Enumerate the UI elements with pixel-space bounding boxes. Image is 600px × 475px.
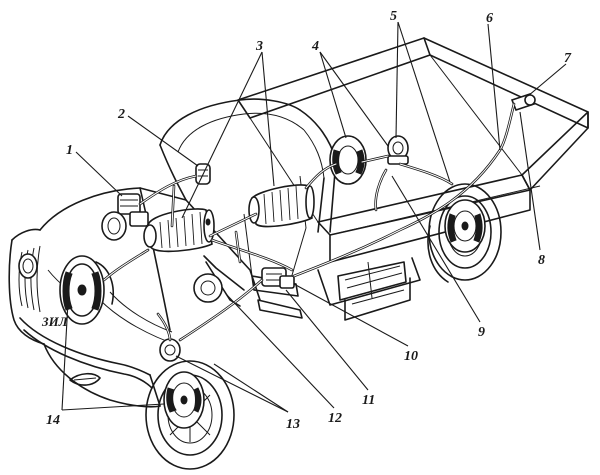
callout-12: 12 — [328, 411, 342, 426]
callout-7: 7 — [564, 51, 572, 66]
front-brake-chamber — [159, 338, 181, 362]
rear-brake-chamber — [387, 135, 409, 165]
coupling-head — [510, 93, 536, 111]
leader-lines — [61, 21, 567, 413]
front-brake-drum-right — [163, 371, 205, 429]
callout-9: 9 — [478, 325, 485, 340]
callout-6: 6 — [486, 11, 493, 26]
callout-2: 2 — [117, 107, 125, 122]
rear-brake-drum-near — [444, 199, 486, 253]
callout-5: 5 — [390, 9, 397, 24]
callout-4: 4 — [311, 39, 319, 54]
air-tank-right — [205, 184, 315, 228]
callout-1: 1 — [66, 143, 73, 158]
callout-10: 10 — [404, 349, 418, 364]
air-tank-left — [143, 208, 215, 253]
callout-3: 3 — [255, 39, 263, 54]
callout-11: 11 — [362, 393, 375, 408]
brake-pedal-lever — [193, 255, 245, 307]
air-lines — [102, 102, 516, 342]
cargo-bed — [237, 37, 589, 321]
front-brake-drum-left — [59, 255, 114, 325]
hood-mark: ЗИЛ — [41, 314, 69, 329]
callout-14: 14 — [46, 413, 60, 428]
callout-8: 8 — [538, 253, 545, 268]
callout-labels: 1 2 3 4 5 6 7 8 9 10 11 12 13 14 — [46, 9, 572, 432]
rear-brake-drum-far — [329, 135, 367, 185]
callout-13: 13 — [286, 417, 300, 432]
compressor — [101, 193, 149, 241]
brake-valve — [261, 267, 295, 289]
